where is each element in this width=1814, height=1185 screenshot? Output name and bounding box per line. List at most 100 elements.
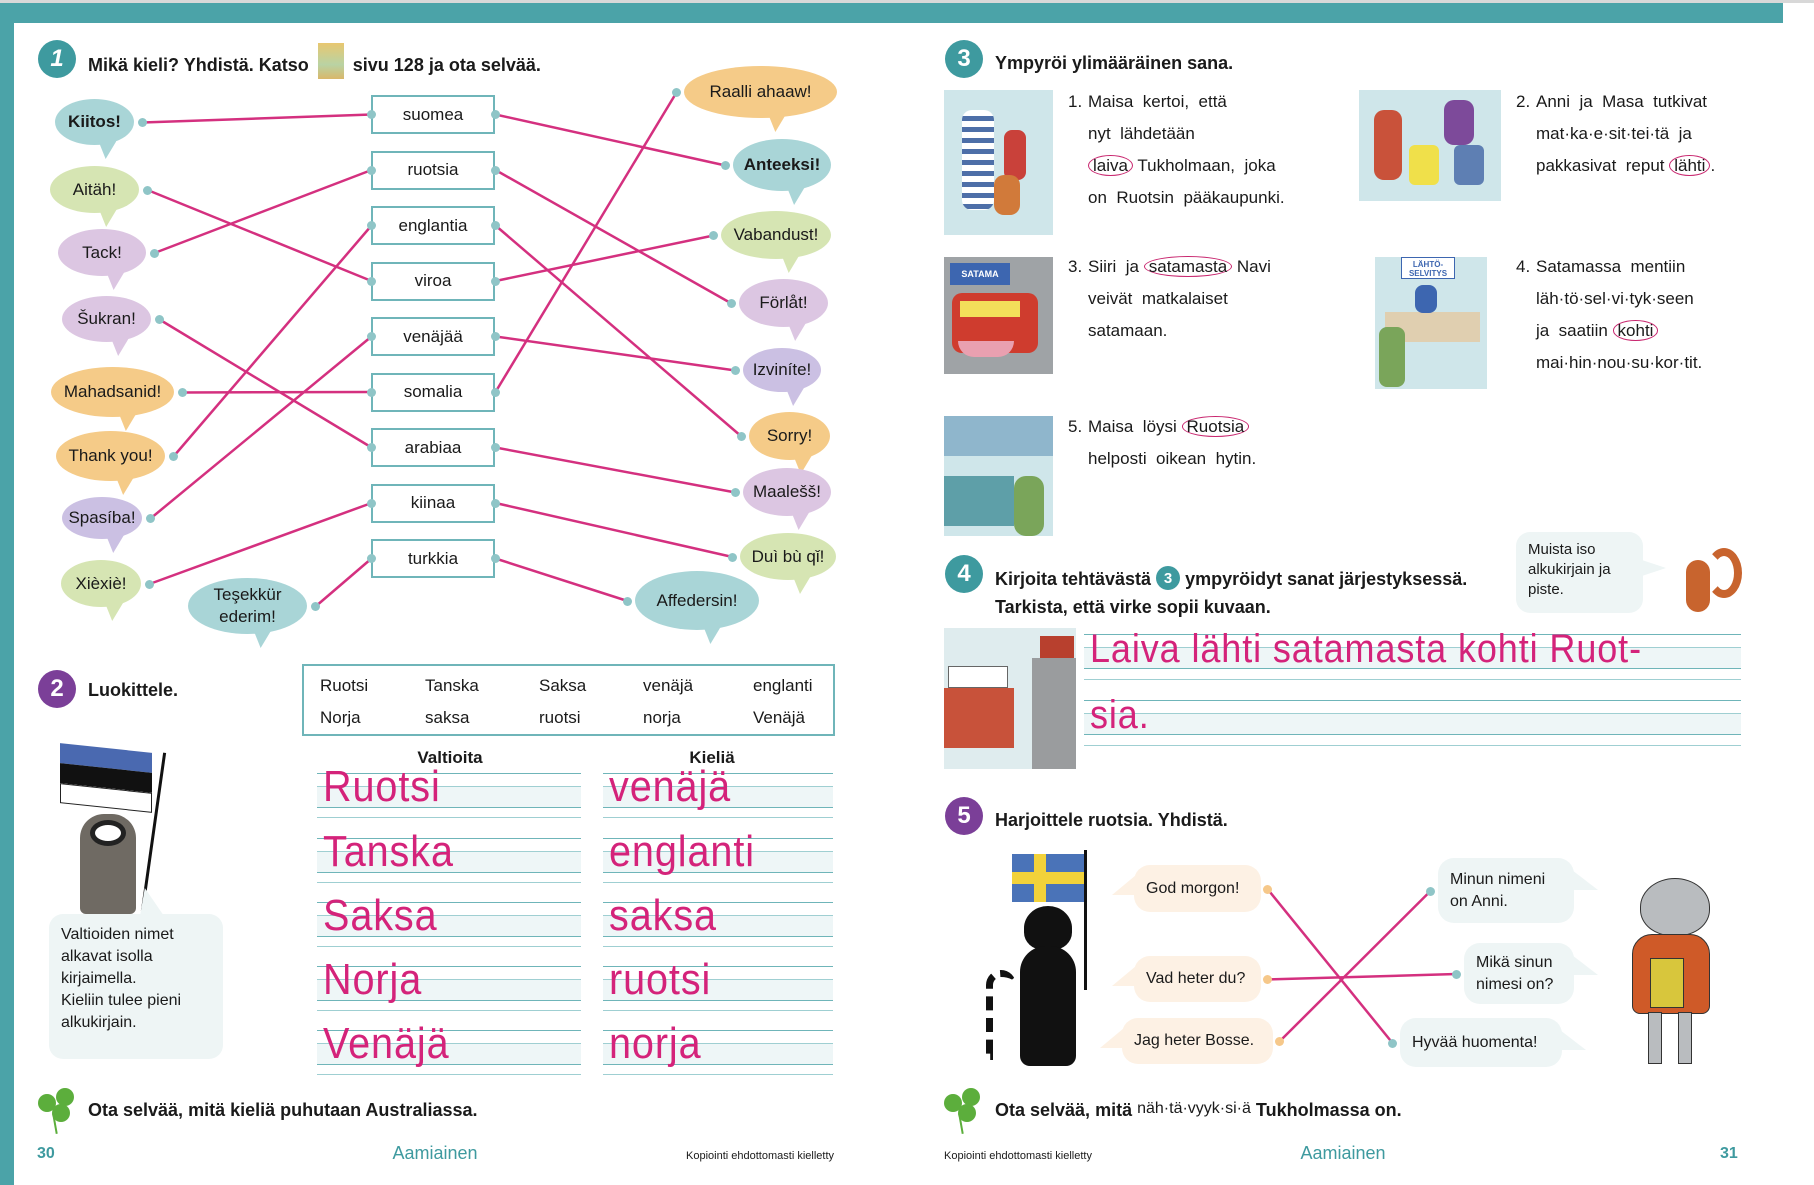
connector-dot[interactable] xyxy=(143,185,152,195)
circled-word[interactable]: laiva xyxy=(1088,155,1133,176)
connector-dot[interactable] xyxy=(491,221,500,230)
connector-dot[interactable] xyxy=(367,498,376,508)
swedish-phrase: Vad heter du? xyxy=(1146,970,1246,987)
connector-dot[interactable] xyxy=(367,332,376,341)
connector-dot[interactable] xyxy=(155,315,164,324)
language-answer-row[interactable]: englanti xyxy=(603,830,833,883)
language-box-somalia[interactable]: somalia xyxy=(371,372,495,412)
connector-dot[interactable] xyxy=(1452,969,1461,979)
language-box-venäjää[interactable]: venäjää xyxy=(371,317,495,356)
connector-dot[interactable] xyxy=(146,514,155,523)
sentence-line: 5.Maisa löysi Ruotsia xyxy=(1068,411,1256,443)
answer-line-1[interactable]: Laiva lähti satamasta kohti Ruot- xyxy=(1084,627,1741,680)
language-answer-row[interactable]: venäjä xyxy=(603,765,833,818)
connector-dot[interactable] xyxy=(491,165,500,175)
speech-bubble-right: Vabandust! xyxy=(721,211,831,273)
sentence-line: 2.Anni ja Masa tutkivat xyxy=(1516,86,1715,118)
connector-dot[interactable] xyxy=(367,276,376,286)
circled-word[interactable]: Ruotsia xyxy=(1181,416,1250,437)
state-answer-row[interactable]: Norja xyxy=(317,958,581,1011)
top-border xyxy=(0,0,1814,3)
connector-dot[interactable] xyxy=(731,366,740,375)
connector-dot[interactable] xyxy=(367,110,376,119)
connector-dot[interactable] xyxy=(491,443,500,452)
language-box-suomea[interactable]: suomea xyxy=(371,95,495,134)
circled-word[interactable]: kohti xyxy=(1612,320,1659,341)
connector-dot[interactable] xyxy=(311,602,320,611)
bubble-tail xyxy=(105,603,123,621)
bear-character xyxy=(994,175,1020,215)
bubble-tail xyxy=(253,630,272,648)
connector-dot[interactable] xyxy=(623,596,632,606)
connector-dot[interactable] xyxy=(672,88,681,97)
connector-dot[interactable] xyxy=(178,388,187,397)
connector-dot[interactable] xyxy=(367,554,376,563)
connector-dot[interactable] xyxy=(367,443,376,452)
connector-dot[interactable] xyxy=(491,276,500,286)
circled-word[interactable]: satamasta xyxy=(1143,256,1233,277)
connector-dot[interactable] xyxy=(1263,975,1272,984)
connector-dot[interactable] xyxy=(169,452,178,461)
language-box-turkkia[interactable]: turkkia xyxy=(371,539,495,578)
state-handwriting: Tanska xyxy=(323,827,454,876)
exercise-1-title-a: Mikä kieli? Yhdistä. Katso xyxy=(88,54,309,75)
writing-guide-band xyxy=(603,915,833,937)
answer-handwriting-1: Laiva lähti satamasta kohti Ruot- xyxy=(1090,627,1642,671)
language-answer-row[interactable]: norja xyxy=(603,1022,833,1075)
language-box-kiinaa[interactable]: kiinaa xyxy=(371,483,495,523)
connector-dot[interactable] xyxy=(491,554,500,563)
connector-dot[interactable] xyxy=(728,552,737,562)
connector-dot[interactable] xyxy=(721,161,730,170)
writing-guide-band xyxy=(603,979,833,1001)
connector-dot[interactable] xyxy=(491,332,500,341)
state-handwriting: Saksa xyxy=(323,891,438,940)
cat-body xyxy=(1020,946,1076,1066)
language-answer-row[interactable]: saksa xyxy=(603,894,833,947)
language-label: ruotsia xyxy=(407,160,459,179)
state-answer-row[interactable]: Venäjä xyxy=(317,1022,581,1075)
connector-dot[interactable] xyxy=(491,387,500,397)
state-answer-row[interactable]: Saksa xyxy=(317,894,581,947)
answer-line-2[interactable]: sia. xyxy=(1084,693,1741,746)
connector-dot[interactable] xyxy=(1426,886,1435,896)
speech-bubble-left: Teşekkür ederim! xyxy=(188,578,307,648)
connector-dot[interactable] xyxy=(491,498,500,508)
finnish-phrase-line: Minun nimeni xyxy=(1450,870,1546,888)
connector-dot[interactable] xyxy=(727,299,736,308)
writing-guide-band xyxy=(317,851,581,873)
sentence-line: on Ruotsin pääkaupunki. xyxy=(1068,182,1285,214)
connector-dot[interactable] xyxy=(737,432,746,441)
sentence-text: . xyxy=(1710,156,1716,175)
connector-dot[interactable] xyxy=(145,579,154,589)
book-name-right: Aamiainen xyxy=(1300,1143,1386,1163)
state-answer-row[interactable]: Ruotsi xyxy=(317,765,581,818)
connector-dot[interactable] xyxy=(367,165,376,175)
connector-dot[interactable] xyxy=(1263,884,1272,894)
speech-bubble-right: Förlåt! xyxy=(739,279,828,341)
connector-dot[interactable] xyxy=(491,110,500,119)
phrase-text: Vabandust! xyxy=(733,225,819,244)
language-box-viroa[interactable]: viroa xyxy=(371,261,495,301)
connector-dot[interactable] xyxy=(1275,1037,1284,1046)
state-answer-row[interactable]: Tanska xyxy=(317,830,581,883)
circled-word[interactable]: lähti xyxy=(1669,155,1711,176)
bubble-tail xyxy=(792,576,811,594)
language-box-englantia[interactable]: englantia xyxy=(371,206,495,245)
connector-dot[interactable] xyxy=(138,118,147,127)
connector-dot[interactable] xyxy=(709,231,718,240)
language-box-arabiaa[interactable]: arabiaa xyxy=(371,428,495,467)
ship-deck xyxy=(948,666,1008,688)
connector-dot[interactable] xyxy=(731,488,740,497)
match-line xyxy=(172,224,373,458)
connector-dot[interactable] xyxy=(367,387,376,397)
language-answer-row[interactable]: ruotsi xyxy=(603,958,833,1011)
language-box-ruotsia[interactable]: ruotsia xyxy=(371,150,495,190)
hint-line: alkukirjain. xyxy=(61,1014,137,1031)
bubble-tail xyxy=(1100,1028,1124,1048)
connector-dot[interactable] xyxy=(150,248,159,258)
connector-dot[interactable] xyxy=(367,221,376,230)
connector-dot[interactable] xyxy=(1388,1038,1397,1048)
exercise-1-title-b: sivu 128 ja ota selvää. xyxy=(352,54,541,75)
